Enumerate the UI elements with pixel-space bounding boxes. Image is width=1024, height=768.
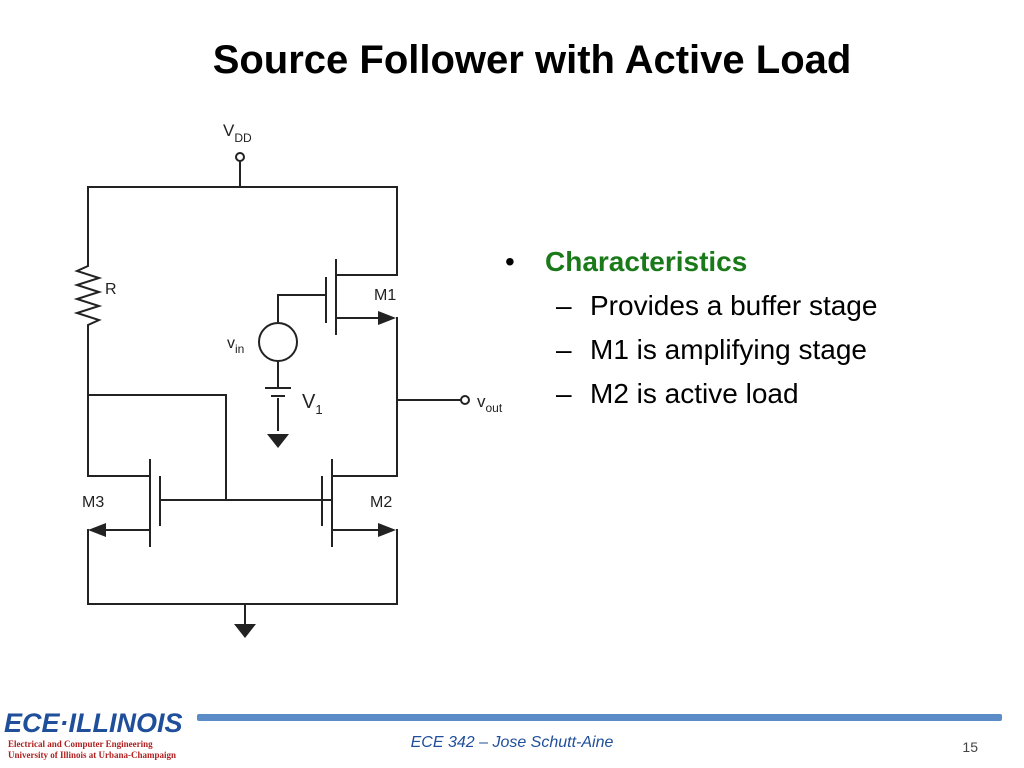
r-label: R xyxy=(105,281,117,298)
m3-transistor xyxy=(87,394,333,547)
sub-bullet-text: M2 is active load xyxy=(590,378,799,409)
vout-terminal xyxy=(460,395,470,405)
resistor-r xyxy=(73,186,103,396)
m2-transistor xyxy=(321,399,398,547)
logo-subtitle-line2: University of Illinois at Urbana-Champai… xyxy=(8,750,177,760)
logo-subtitle-line1: Electrical and Computer Engineering xyxy=(8,739,153,749)
vdd-terminal xyxy=(235,152,245,162)
sub-bullet-item: – M2 is active load xyxy=(556,372,1005,416)
vout-label: vout xyxy=(477,392,503,415)
vdd-rail xyxy=(87,160,398,188)
sub-bullet-text: Provides a buffer stage xyxy=(590,290,878,321)
page-number: 15 xyxy=(962,739,978,755)
slide-title: Source Follower with Active Load xyxy=(212,38,852,82)
v1-label: V1 xyxy=(302,391,323,417)
logo-wordmark: ECE·ILLINOIS xyxy=(4,708,183,738)
m3-drain-wire xyxy=(87,394,227,501)
characteristics-list: • Characteristics – Provides a buffer st… xyxy=(505,240,1005,416)
m2-source-arrow xyxy=(378,523,396,537)
bullet-mark: • xyxy=(505,246,515,277)
m1-label: M1 xyxy=(374,287,396,304)
sub-bullet-item: – M1 is amplifying stage xyxy=(556,328,1005,372)
ece-illinois-logo: ECE·ILLINOIS Electrical and Computer Eng… xyxy=(4,707,194,761)
ground-icon xyxy=(234,624,256,638)
m3-label: M3 xyxy=(82,494,104,511)
vdd-label: VDD xyxy=(223,121,252,145)
footer-divider xyxy=(197,714,1002,721)
footer-course: ECE 342 – Jose Schutt-Aine xyxy=(410,734,614,751)
bullet-heading: Characteristics xyxy=(545,246,748,277)
m1-transistor xyxy=(277,186,398,335)
bullet-characteristics: • Characteristics xyxy=(505,240,1005,284)
vin-source xyxy=(258,322,298,362)
m1-source-arrow xyxy=(378,311,396,325)
m2-label: M2 xyxy=(370,494,392,511)
circuit-diagram: VDD R M1 vin V1 vout M3 M2 xyxy=(73,121,503,638)
m3-source-arrow xyxy=(88,523,106,537)
v1-battery xyxy=(265,360,291,431)
sub-bullet-text: M1 is amplifying stage xyxy=(590,334,868,365)
v1-ground-icon xyxy=(267,434,289,448)
vin-label: vin xyxy=(227,335,244,356)
sub-bullets: – Provides a buffer stage – M1 is amplif… xyxy=(556,284,1005,416)
ground-rail xyxy=(87,529,398,624)
sub-bullet-item: – Provides a buffer stage xyxy=(556,284,1005,328)
